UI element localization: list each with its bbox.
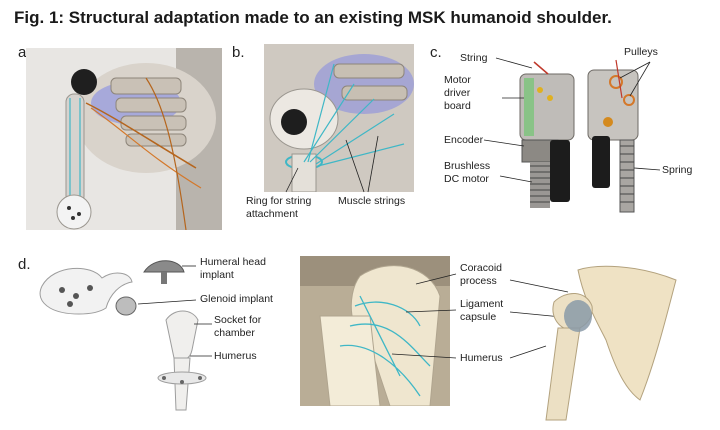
- robot-ligament-illustration: [300, 256, 450, 406]
- pulleys-caption: Pulleys: [624, 46, 658, 58]
- panel-e-leader-lines: [391, 273, 573, 359]
- actuator-illustration: [483, 57, 661, 213]
- ring-attachment-caption: Ring for string attachment: [246, 195, 312, 220]
- panel-b: b. Ring for string attachment Muscle str…: [228, 40, 418, 230]
- humeral-head-caption: Humeral head implant: [200, 256, 266, 281]
- coracoid-process-caption: Coracoid process: [460, 262, 503, 287]
- panel-e: e. Coracoid process Ligament capsule Hum…: [296, 250, 716, 428]
- string-attachment-illustration: [264, 44, 414, 192]
- humerus-d-caption: Humerus: [214, 350, 257, 362]
- implant-illustration: [39, 260, 212, 411]
- muscle-strings-caption: Muscle strings: [338, 195, 406, 207]
- anatomical-shoulder-illustration: [545, 265, 677, 421]
- panel-b-label: b.: [232, 44, 245, 61]
- motor-driver-board-caption: Motor driver board: [444, 74, 471, 112]
- humerus-e-caption: Humerus: [460, 352, 503, 364]
- brushless-motor-caption: Brushless DC motor: [444, 160, 491, 185]
- glenoid-implant-caption: Glenoid implant: [200, 293, 273, 305]
- robot-shoulder-illustration: [26, 48, 222, 230]
- panel-c: c. String Motor driver board Encoder Bru…: [424, 40, 714, 230]
- panel-c-label: c.: [430, 44, 442, 61]
- panel-d: d. Humeral head implant Glenoid implant …: [14, 250, 284, 428]
- panel-b-leader-lines: [285, 135, 379, 193]
- figure-title: Fig. 1: Structural adaptation made to an…: [14, 8, 612, 27]
- panel-b-closeup-photo: [264, 44, 414, 192]
- panel-a: a.: [14, 40, 224, 230]
- string-caption: String: [460, 52, 488, 64]
- encoder-caption: Encoder: [444, 134, 484, 146]
- socket-chamber-caption: Socket for chamber: [214, 314, 262, 339]
- panel-d-label: d.: [18, 256, 31, 273]
- spring-caption: Spring: [662, 164, 693, 176]
- ligament-capsule-caption: Ligament capsule: [460, 298, 504, 323]
- panel-e-robot-shoulder-photo: [300, 256, 450, 406]
- panel-a-robot-photo: [26, 48, 222, 230]
